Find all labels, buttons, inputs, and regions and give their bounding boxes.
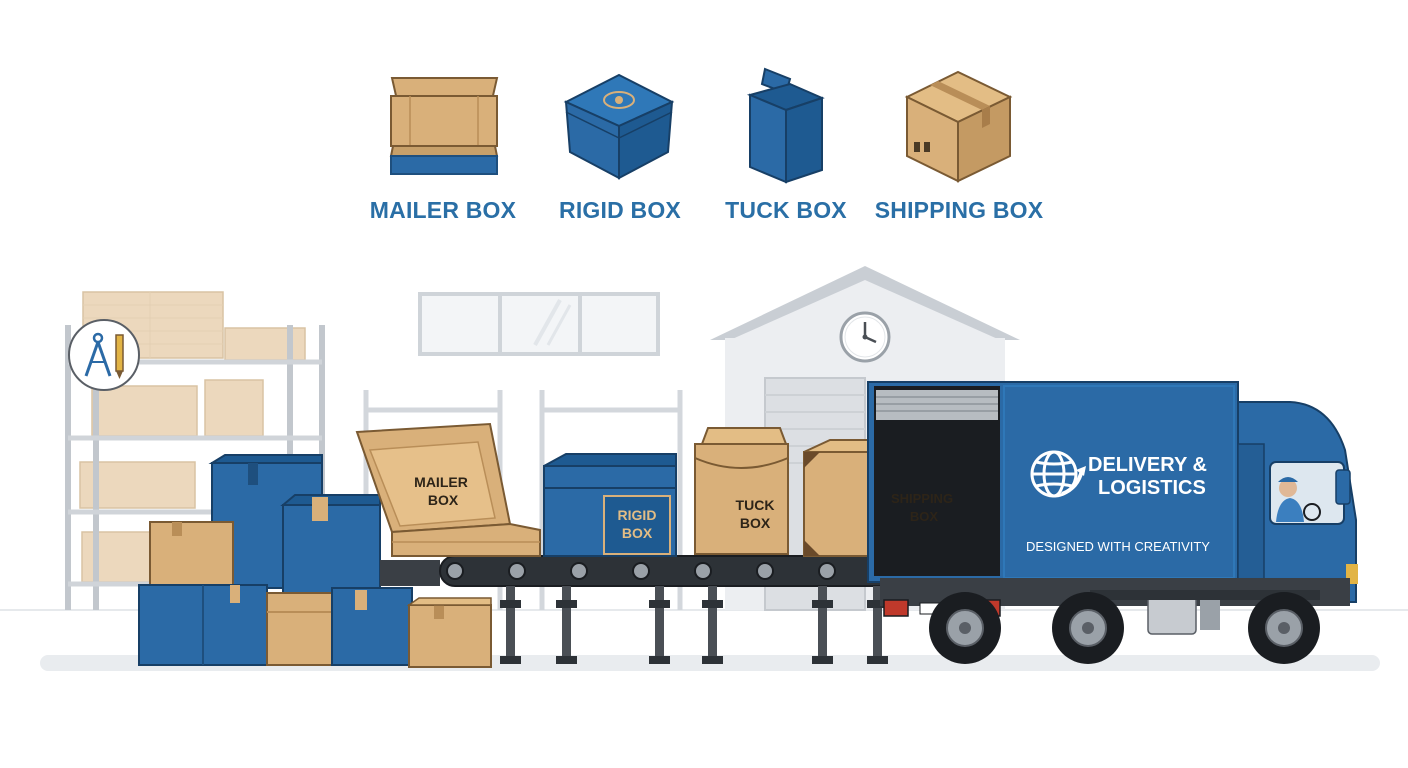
tuck-box-label: TUCK bbox=[736, 497, 775, 513]
rigid-box-icon bbox=[563, 73, 675, 180]
tuck-box-caption: TUCK BOX bbox=[725, 197, 847, 223]
conveyor-mailer-box bbox=[355, 422, 541, 557]
globe-arrow-icon bbox=[1030, 450, 1086, 498]
warehouse-window bbox=[418, 292, 660, 356]
mailer-box-icon bbox=[389, 77, 499, 175]
conveyor-belt bbox=[380, 555, 911, 664]
shipping-box-icon bbox=[904, 70, 1013, 183]
rigid-box-caption: RIGID BOX bbox=[559, 197, 681, 223]
truck-wheels bbox=[929, 592, 1320, 664]
tuck-box-icon bbox=[746, 67, 825, 184]
delivery-truck bbox=[867, 381, 1358, 664]
mailer-box-label-2: BOX bbox=[428, 492, 459, 508]
shipping-box-label: SHIPPING bbox=[891, 491, 953, 506]
rigid-box-label: RIGID bbox=[618, 507, 657, 523]
shipping-box-label-2: BOX bbox=[910, 509, 939, 524]
shipping-box-caption: SHIPPING BOX bbox=[874, 197, 1044, 223]
truck-tagline: DESIGNED WITH CREATIVITY bbox=[1026, 539, 1210, 554]
box-pile bbox=[138, 454, 492, 668]
conveyor-tuck-box bbox=[694, 427, 789, 555]
mailer-box-label: MAILER bbox=[414, 474, 468, 490]
clock-icon bbox=[839, 311, 891, 363]
tuck-box-label-2: BOX bbox=[740, 515, 771, 531]
truck-brand-line1: DELIVERY & bbox=[1088, 454, 1207, 476]
design-tools-icon bbox=[68, 319, 140, 391]
rigid-box-label-2: BOX bbox=[622, 525, 653, 541]
mailer-box-caption: MAILER BOX bbox=[369, 197, 517, 223]
conveyor-rigid-box bbox=[543, 453, 677, 557]
truck-brand-line2: LOGISTICS bbox=[1098, 477, 1206, 499]
